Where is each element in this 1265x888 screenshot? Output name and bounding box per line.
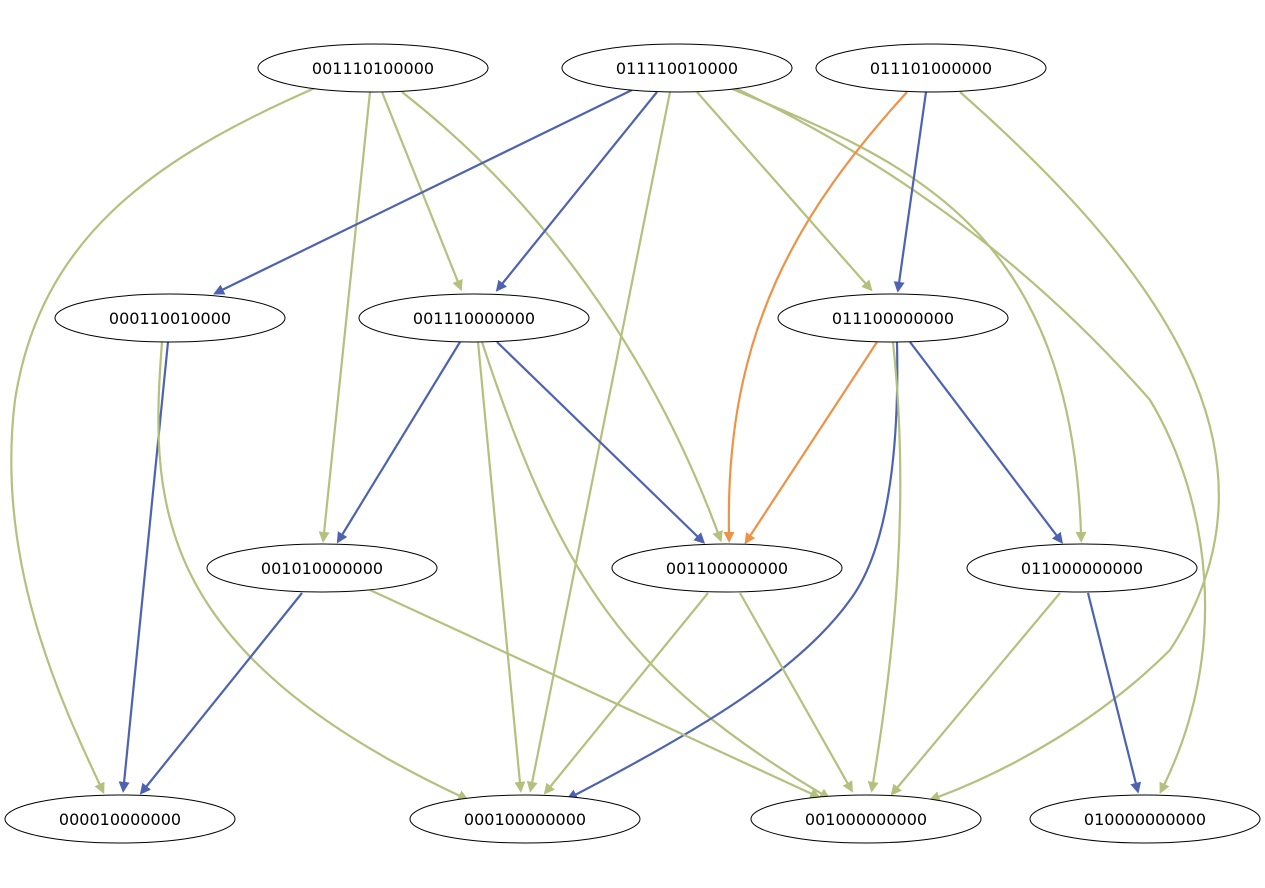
node-label: 000110010000 [109,309,231,328]
edge-H-K [543,592,709,795]
nodes-layer: 001110100000 011110010000 011101000000 0001… [4,43,1261,844]
node-label: 001010000000 [261,559,383,578]
edge-B-K [526,91,672,793]
node-ellipse [777,293,1009,343]
edge-B-E [495,91,658,292]
edge-A-H [401,91,723,543]
node-000100000000[interactable]: 000100000000 [409,794,641,844]
node-ellipse [1029,794,1261,844]
node-label: 011000000000 [1021,559,1143,578]
node-ellipse [206,543,438,593]
node-011100000000[interactable]: 011100000000 [777,293,1009,343]
node-001010000000[interactable]: 001010000000 [206,543,438,593]
edge-E-G [336,341,461,544]
node-ellipse [358,293,590,343]
node-000110010000[interactable]: 000110010000 [54,293,286,343]
node-ellipse [750,794,982,844]
node-ellipse [815,43,1047,93]
node-011101000000[interactable]: 011101000000 [815,43,1047,93]
edge-A-G [318,91,372,543]
edge-A-J [10,86,316,794]
node-011000000000[interactable]: 011000000000 [966,543,1198,593]
node-label: 010000000000 [1084,810,1206,829]
node-ellipse [409,794,641,844]
node-ellipse [4,794,236,844]
node-ellipse [54,293,286,343]
node-label: 001000000000 [805,810,927,829]
node-ellipse [966,543,1198,593]
node-label: 001110000000 [413,309,535,328]
edge-F-I [909,341,1063,544]
edge-H-L [739,592,853,793]
node-label: 001110100000 [312,59,434,78]
node-label: 011101000000 [870,59,992,78]
node-ellipse [561,43,793,93]
edge-C-L [928,91,1220,802]
edge-G-J [139,592,303,795]
node-001110100000[interactable]: 001110100000 [257,43,489,93]
edge-B-I [729,86,1087,543]
edge-B-D [213,89,633,295]
node-label: 000100000000 [464,810,586,829]
edge-D-J [118,341,170,793]
node-001110000000[interactable]: 001110000000 [358,293,590,343]
edge-E-L [480,341,831,800]
edge-F-L [867,341,902,793]
node-label: 011110010000 [616,59,738,78]
node-001100000000[interactable]: 001100000000 [611,543,843,593]
edge-I-L [890,592,1061,796]
edge-E-K [476,341,526,793]
edge-F-H [744,341,878,545]
node-010000000000[interactable]: 010000000000 [1029,794,1261,844]
edges-layer [10,86,1220,802]
node-label: 011100000000 [832,309,954,328]
node-001000000000[interactable]: 001000000000 [750,794,982,844]
edge-C-F [893,91,928,293]
edge-A-E [380,91,463,292]
edge-G-L [369,589,821,799]
edge-C-H [723,91,908,543]
edge-F-K [566,341,899,800]
node-011110010000[interactable]: 011110010000 [561,43,793,93]
node-label: 000010000000 [59,810,181,829]
edge-B-F [696,91,873,292]
edge-E-H [496,341,706,544]
edge-B-M [734,87,1207,794]
node-000010000000[interactable]: 000010000000 [4,794,236,844]
edge-D-K [157,341,469,801]
edge-I-M [1086,592,1142,794]
node-label: 001100000000 [666,559,788,578]
node-ellipse [611,543,843,593]
node-ellipse [257,43,489,93]
